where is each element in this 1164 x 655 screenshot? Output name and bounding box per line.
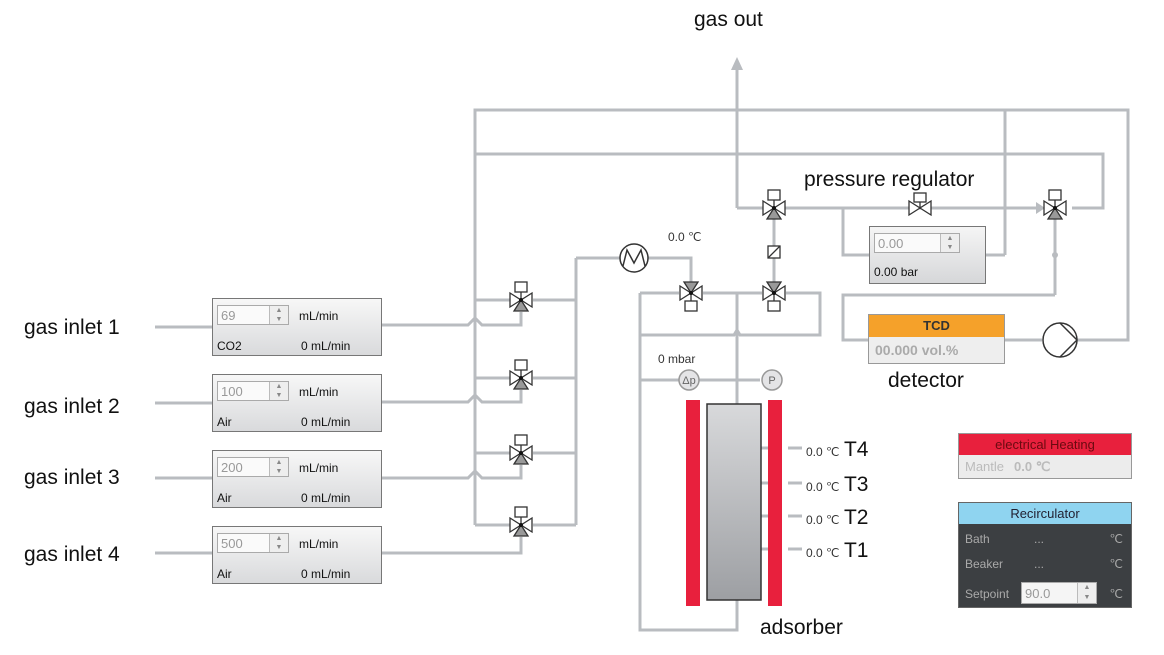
mfc-2-gas: Air bbox=[217, 415, 232, 429]
tcd-reading: 00.000 vol.% bbox=[869, 337, 1004, 363]
spinner-arrows-icon[interactable]: ▲▼ bbox=[940, 234, 959, 252]
bypass-valve-icon[interactable] bbox=[679, 281, 703, 312]
mfc-4-flow: 0 mL/min bbox=[301, 567, 351, 581]
spinner-arrows-icon[interactable]: ▲▼ bbox=[269, 534, 288, 552]
pressure-regulator-label: pressure regulator bbox=[804, 168, 975, 191]
inlet-2-label: gas inlet 2 bbox=[24, 395, 120, 418]
mfc-3-setpoint-input[interactable]: 200▲▼ bbox=[217, 457, 289, 477]
heating-title: electrical Heating bbox=[959, 434, 1131, 455]
p-sensor-icon bbox=[761, 369, 783, 391]
dp-reading: 0 mbar bbox=[658, 352, 696, 366]
mfc-2-setpoint-input[interactable]: 100▲▼ bbox=[217, 381, 289, 401]
beaker-value: ... bbox=[1034, 557, 1045, 571]
gas-out-arrow-icon bbox=[731, 57, 743, 70]
heating-value: 0.0 ℃ bbox=[1014, 459, 1051, 474]
mfc-1-setpoint-input[interactable]: 69▲▼ bbox=[217, 305, 289, 325]
inlet-2-valve-icon[interactable] bbox=[509, 359, 533, 390]
spinner-arrows-icon[interactable]: ▲▼ bbox=[269, 458, 288, 476]
pressure-controller: 0.00▲▼ 0.00 bar bbox=[869, 226, 986, 284]
p-sensor-label: P bbox=[768, 375, 775, 387]
pressure-regulator-valve-icon[interactable] bbox=[908, 192, 932, 217]
saturator-temp: 0.0 ℃ bbox=[668, 230, 702, 244]
bath-unit: ℃ bbox=[1109, 532, 1123, 546]
temp-t3: 0.0 ℃ T3 bbox=[806, 473, 869, 496]
setpoint-label: Setpoint bbox=[965, 587, 1010, 601]
heater-right bbox=[768, 400, 782, 606]
spinner-arrows-icon[interactable]: ▲▼ bbox=[269, 306, 288, 324]
mfc-3-flow: 0 mL/min bbox=[301, 491, 351, 505]
mfc-1-unit: mL/min bbox=[299, 309, 339, 323]
temp-t2: 0.0 ℃ T2 bbox=[806, 506, 869, 529]
pump-icon[interactable] bbox=[1042, 322, 1078, 358]
recirculator-title: Recirculator bbox=[959, 503, 1131, 524]
mfc-4: 500▲▼ mL/min Air 0 mL/min bbox=[212, 526, 382, 584]
tcd-panel: TCD 00.000 vol.% bbox=[868, 314, 1005, 364]
saturator-icon bbox=[619, 243, 649, 273]
recirculator-setpoint-input[interactable]: 90.0▲▼ bbox=[1021, 582, 1097, 604]
dp-sensor-label: Δp bbox=[682, 375, 695, 387]
tcd-title: TCD bbox=[869, 315, 1004, 337]
inlet-4-valve-icon[interactable] bbox=[509, 506, 533, 537]
heater-left bbox=[686, 400, 700, 606]
adsorber-label: adsorber bbox=[760, 616, 843, 639]
temp-t4: 0.0 ℃ T4 bbox=[806, 438, 869, 461]
mfc-1-flow: 0 mL/min bbox=[301, 339, 351, 353]
gas-out-label: gas out bbox=[694, 8, 763, 31]
mfc-3-unit: mL/min bbox=[299, 461, 339, 475]
mfc-4-gas: Air bbox=[217, 567, 232, 581]
mfc-2: 100▲▼ mL/min Air 0 mL/min bbox=[212, 374, 382, 432]
bath-value: ... bbox=[1034, 532, 1045, 546]
pressure-setpoint-input[interactable]: 0.00▲▼ bbox=[874, 233, 960, 253]
spinner-arrows-icon[interactable]: ▲▼ bbox=[269, 382, 288, 400]
mfc-4-setpoint-input[interactable]: 500▲▼ bbox=[217, 533, 289, 553]
setpoint-unit: ℃ bbox=[1109, 587, 1123, 601]
beaker-unit: ℃ bbox=[1109, 557, 1123, 571]
mfc-2-flow: 0 mL/min bbox=[301, 415, 351, 429]
detector-valve-icon[interactable] bbox=[1043, 189, 1067, 220]
inlet-4-label: gas inlet 4 bbox=[24, 543, 120, 566]
adsorber-column bbox=[706, 403, 762, 601]
mfc-2-unit: mL/min bbox=[299, 385, 339, 399]
inlet-1-valve-icon[interactable] bbox=[509, 281, 533, 312]
filter-icon bbox=[767, 245, 781, 259]
temp-t1: 0.0 ℃ T1 bbox=[806, 539, 869, 562]
electrical-heating-panel: electrical Heating Mantle 0.0 ℃ bbox=[958, 433, 1132, 479]
dp-sensor-icon bbox=[678, 369, 700, 391]
heating-label: Mantle bbox=[965, 459, 1005, 474]
outlet-valve-icon[interactable] bbox=[762, 189, 786, 220]
inlet-3-label: gas inlet 3 bbox=[24, 466, 120, 489]
mfc-4-unit: mL/min bbox=[299, 537, 339, 551]
inlet-1-label: gas inlet 1 bbox=[24, 316, 120, 339]
mfc-3: 200▲▼ mL/min Air 0 mL/min bbox=[212, 450, 382, 508]
column-valve-icon[interactable] bbox=[762, 281, 786, 312]
bath-label: Bath bbox=[965, 532, 990, 546]
pressure-reading: 0.00 bar bbox=[874, 265, 919, 279]
spinner-arrows-icon[interactable]: ▲▼ bbox=[1077, 583, 1096, 603]
mfc-3-gas: Air bbox=[217, 491, 232, 505]
mfc-1-gas: CO2 bbox=[217, 339, 242, 353]
mfc-1: 69▲▼ mL/min CO2 0 mL/min bbox=[212, 298, 382, 356]
inlet-3-valve-icon[interactable] bbox=[509, 434, 533, 465]
detector-label: detector bbox=[888, 369, 964, 392]
recirculator-panel: Recirculator Bath ... ℃ Beaker ... ℃ Set… bbox=[958, 502, 1132, 608]
beaker-label: Beaker bbox=[965, 557, 1004, 571]
